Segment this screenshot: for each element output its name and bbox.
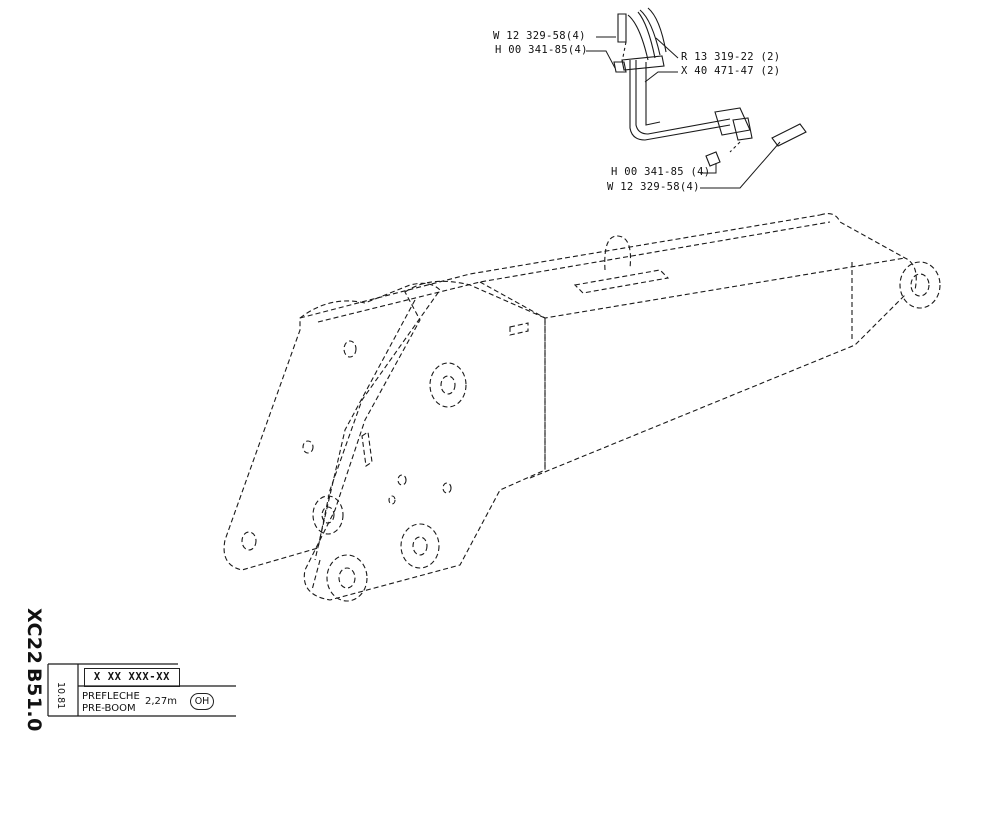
boom-top-edge (299, 214, 821, 319)
leader-nut-bottom (700, 163, 717, 174)
plate-hole-3 (241, 531, 257, 551)
leader-screw-bottom (700, 141, 781, 189)
pipe-1b (635, 60, 731, 135)
callout-nut-bottom: H 00 341-85 (4) (611, 166, 711, 178)
upper-boss-bore (440, 375, 456, 395)
lower-left-boss (312, 495, 344, 535)
pre-boom-drawing (47, 7, 941, 717)
clamp-plate (621, 55, 665, 71)
name-fr: PREFLECHE (82, 691, 140, 702)
rear-pivot-boss (899, 261, 941, 309)
right-plate (303, 280, 546, 601)
part-number: X XX XXX-XX (84, 668, 180, 687)
callout-hose: R 13 319-22 (2) (681, 51, 781, 63)
callout-screw-bottom: W 12 329-58(4) (607, 181, 700, 193)
left-plate (223, 282, 441, 571)
top-lug (509, 322, 529, 336)
leader-pipe (644, 71, 678, 83)
plate-hole-6 (388, 495, 396, 505)
hose-1 (627, 11, 656, 61)
dimension: 2,27m (145, 696, 178, 707)
front-boss-left (326, 554, 368, 602)
sheet-code-2: B51.0 (23, 668, 45, 732)
nut-top (613, 61, 627, 73)
boom-tip (819, 213, 917, 291)
upper-boss (429, 362, 467, 408)
lower-left-boss-bore (321, 506, 335, 524)
flange (714, 107, 751, 136)
callout-pipe: X 40 471-47 (2) (681, 65, 781, 77)
leader-nut-top (586, 50, 616, 69)
flange-2 (732, 117, 753, 141)
name-en: PRE-BOOM (82, 703, 136, 714)
front-boss-left-bore (338, 567, 356, 589)
bolt-right (771, 123, 807, 147)
front-boss-right-bore (412, 536, 428, 556)
right-plate-edge-lower (311, 559, 321, 591)
front-boss-right (400, 523, 440, 569)
boom-top-edge-inner (317, 221, 831, 323)
pipe-2 (645, 62, 661, 126)
lifting-eye-base (573, 269, 670, 294)
plate-hole-1 (343, 340, 357, 358)
rear-pivot-bore (910, 273, 930, 297)
sheet-date: 10.81 (55, 682, 66, 710)
leader-hose (655, 37, 679, 59)
version-badge: OH (190, 693, 214, 710)
plate-hole-5 (442, 482, 452, 494)
bracket (361, 431, 373, 467)
boom-back-edge (479, 257, 906, 319)
pipe-1 (629, 60, 731, 141)
callout-nut-top: H 00 341-85(4) (495, 44, 588, 56)
plate-hole-2 (302, 440, 314, 454)
title-frame (47, 663, 236, 717)
lifting-eye (604, 235, 632, 271)
bolt-top (617, 13, 627, 43)
dash-guide (621, 41, 741, 153)
right-plate-edge (314, 299, 416, 561)
boom-bottom-edge (529, 294, 906, 479)
callout-screw-top: W 12 329-58(4) (493, 30, 586, 42)
nut-bottom (705, 151, 721, 167)
plate-hole-4 (397, 474, 407, 486)
